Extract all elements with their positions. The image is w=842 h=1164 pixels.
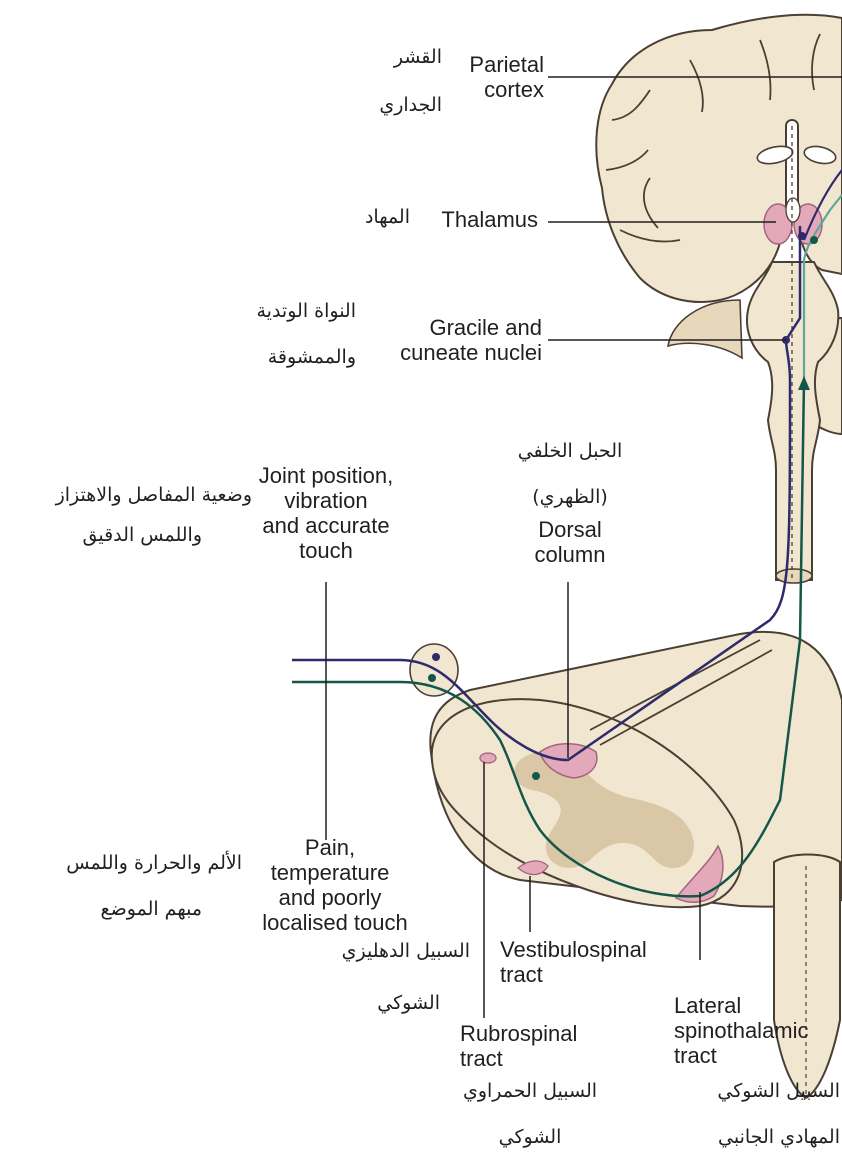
spinothalamic-ar-1: السبيل الشوكي	[660, 1080, 840, 1102]
cerebellum-left	[668, 300, 742, 358]
parietal-ar-2: الجداري	[352, 94, 442, 116]
gracile-en-1: Gracile and	[360, 316, 542, 340]
joint-en-3: and accurate	[246, 514, 406, 538]
thalamus-en: Thalamus	[410, 208, 538, 232]
dorsal-ar-1: الحبل الخلفي	[470, 440, 670, 462]
joint-en-2: vibration	[246, 489, 406, 513]
vestibulospinal-ar-2: الشوكي	[280, 992, 440, 1014]
dorsal-horn-synapse	[532, 772, 540, 780]
spinothalamic-en-2: spinothalamic	[674, 1019, 842, 1043]
spinothalamic-en-1: Lateral	[674, 994, 842, 1018]
rubrospinal-ar-2: الشوكي	[430, 1126, 630, 1148]
ganglion-cell-body-pain	[428, 674, 436, 682]
thalamus-ar: المهاد	[320, 206, 410, 228]
spinothalamic-en-3: tract	[674, 1044, 842, 1068]
parietal-en-2: cortex	[444, 78, 544, 102]
gracile-en-2: cuneate nuclei	[360, 341, 542, 365]
joint-en-1: Joint position,	[246, 464, 406, 488]
vestibulospinal-en-1: Vestibulospinal	[500, 938, 680, 962]
pain-en-4: localised touch	[240, 911, 430, 935]
pain-ar-1: الألم والحرارة واللمس	[6, 852, 242, 874]
joint-ar-2: واللمس الدقيق	[6, 524, 202, 546]
gracile-ar-2: والممشوقة	[196, 346, 356, 368]
vestibulospinal-en-2: tract	[500, 963, 680, 987]
rubrospinal-en-1: Rubrospinal	[460, 1022, 610, 1046]
dorsal-en-2: column	[490, 543, 650, 567]
gracile-ar-1: النواة الوتدية	[196, 300, 356, 322]
pain-en-3: and poorly	[250, 886, 410, 910]
ganglion-cell-body-dorsal	[432, 653, 440, 661]
thalamus-synapse-pain	[810, 236, 818, 244]
pain-en-2: temperature	[250, 861, 410, 885]
dorsal-ar-2: (الظهري)	[470, 486, 670, 508]
parietal-ar-1: القشر	[352, 46, 442, 68]
cord-cut-end	[776, 569, 812, 583]
vestibulospinal-ar-1: السبيل الدهليزي	[280, 940, 470, 962]
rubrospinal-ar-1: السبيل الحمراوي	[430, 1080, 630, 1102]
joint-ar-1: وضعية المفاصل والاهتزاز	[6, 484, 252, 506]
third-ventricle	[786, 198, 800, 222]
joint-en-4: touch	[246, 539, 406, 563]
dorsal-en-1: Dorsal	[490, 518, 650, 542]
spinothalamic-ar-2: المهادي الجانبي	[660, 1126, 840, 1148]
pain-en-1: Pain,	[250, 836, 410, 860]
rubrospinal-area	[480, 753, 496, 763]
rubrospinal-en-2: tract	[460, 1047, 610, 1071]
pain-ar-2: مبهم الموضع	[6, 898, 202, 920]
thalamus-synapse-dorsal	[798, 232, 806, 240]
parietal-en-1: Parietal	[444, 53, 544, 77]
